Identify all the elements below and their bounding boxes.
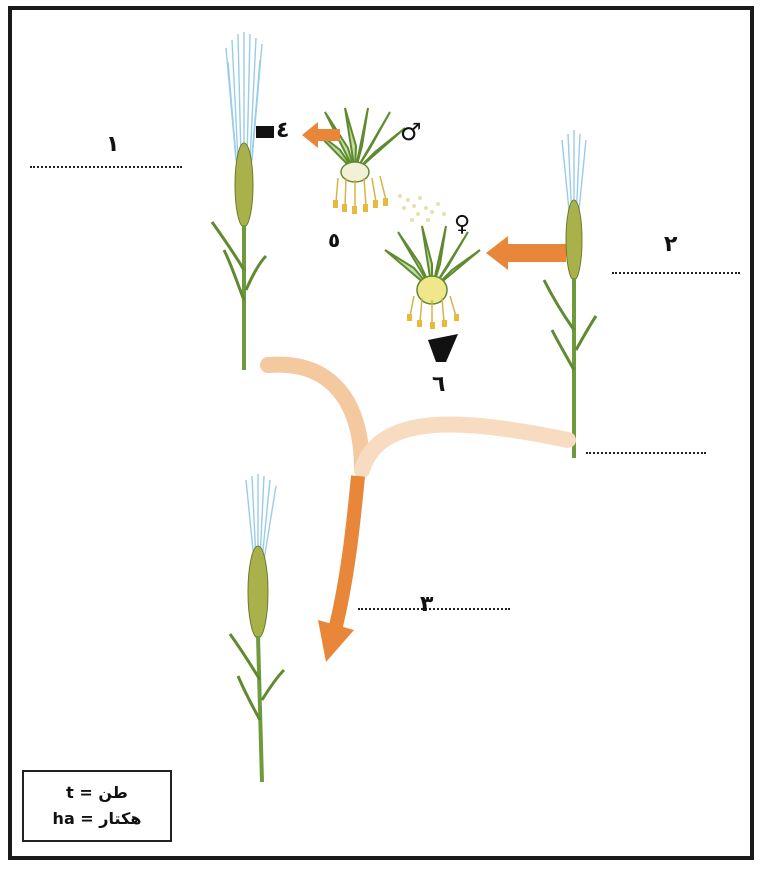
- outer-frame: [8, 6, 754, 860]
